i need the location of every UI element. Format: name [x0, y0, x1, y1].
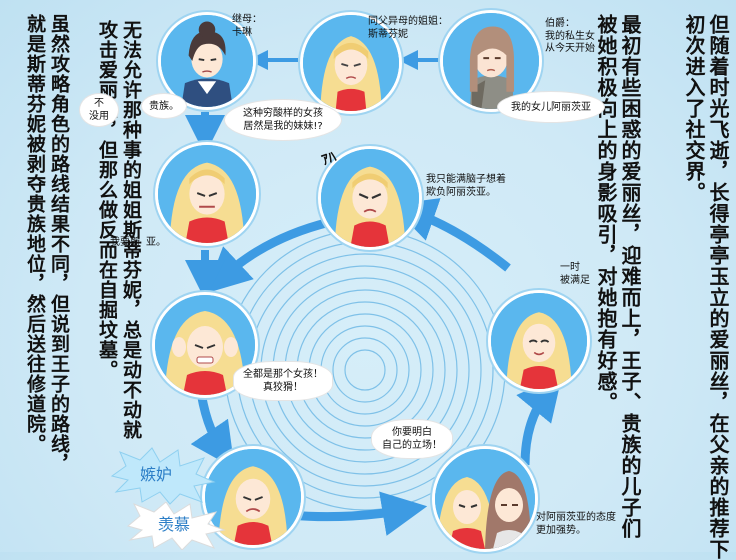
stepmother-label: 继母： 卡琳 — [232, 14, 262, 39]
stephanie-bubble-line-2: 居然是我的妹妹!? — [243, 121, 323, 132]
stepmother-name: 卡琳 — [232, 26, 252, 38]
left-mid-tail: 亚。 — [146, 237, 166, 248]
alicia-happy-node — [488, 290, 590, 392]
envy-text: 羡慕 — [158, 515, 191, 534]
that-woman-line-2: 真狡猾！ — [263, 382, 303, 393]
alicia-happy-portrait — [491, 293, 587, 389]
stephanie-bubble-line-1: 这种穷酸样的女孩 — [243, 108, 323, 119]
stephanie-node — [300, 12, 402, 114]
stephanie-jealous-portrait — [205, 449, 301, 545]
know-place-line-1: 你要明白 — [392, 427, 432, 438]
count-line-3: 从今天开始 — [545, 43, 595, 54]
stephanie-upset-node — [155, 142, 259, 246]
know-place-bubble: 你要明白 自己的立场！ — [372, 420, 452, 458]
right-mid-line-1: 一时 — [560, 262, 580, 273]
envy-burst — [126, 502, 226, 550]
count-bubble: 我的女儿阿丽茨亚 — [498, 92, 604, 122]
stephanie-bubble: 这种穷酸样的女孩 居然是我的妹妹!? — [225, 100, 341, 140]
left-column-3: 无法允许那种事的姐姐斯蒂芬妮，总是动不动就 — [119, 20, 142, 440]
stepmother-bubble-right: 贵族。 — [142, 94, 186, 118]
stepmother-portrait — [161, 15, 253, 107]
left-column-1: 虽然攻略角色的路线结果不同，但说到王子的路线， — [47, 14, 70, 474]
count-label: 伯爵： 我的私生女 从今天开始 — [545, 18, 595, 56]
stepmother-bubble-left: 不 没用 — [80, 94, 118, 126]
narrative-column-1: 但随着时光飞逝，长得亭亭玉立的爱丽丝，在父亲的推荐下 — [706, 14, 730, 560]
angry-caption-line-1: 我只能满脑子想着 — [426, 174, 506, 185]
jealousy-text: 嫉妒 — [140, 465, 173, 484]
stephanie-jealous-node — [202, 446, 304, 548]
stepmother-role: 继母： — [232, 14, 262, 25]
stephanie-name: 斯蒂芬妮 — [368, 28, 408, 40]
bottom-right-caption: 对阿丽茨亚的态度 更加强势。 — [536, 512, 616, 537]
stephanie-upset-portrait — [158, 145, 256, 243]
stephanie-label: 同父异母的姐姐： 斯蒂芬妮 — [368, 16, 448, 41]
count-role: 伯爵： — [545, 18, 575, 29]
jealousy-burst — [110, 447, 216, 505]
stepmother-node — [158, 12, 256, 110]
left-column-4: 攻击爱丽丝，但那么做反而在自掘坟墓。 — [95, 20, 118, 380]
stepmother-bubble-line-2: 没用 — [89, 111, 109, 122]
stepmother-bubble-line-1: 不 — [94, 98, 104, 109]
right-mid-line-2: 被满足 — [560, 274, 590, 286]
know-place-line-2: 自己的立场！ — [382, 440, 442, 451]
confrontation-node — [432, 446, 538, 552]
right-mid-text: 一时 被满足 — [560, 262, 590, 287]
angry-caption-line-2: 欺负阿丽茨亚。 — [426, 186, 496, 198]
stephanie-angry-portrait — [321, 149, 419, 247]
bottom-right-line-2: 更加强势。 — [536, 524, 586, 536]
that-woman-line-1: 全都是那个女孩！ — [243, 369, 323, 380]
narrative-column-4: 被她积极向上的身影吸引，对她抱有好感。 — [594, 14, 618, 413]
left-column-2: 就是斯蒂芬妮被剥夺贵族地位，然后送往修道院。 — [23, 14, 46, 454]
narrative-column-3: 最初有些困惑的爱丽丝，迎难而上，王子、贵族的儿子们 — [618, 14, 642, 539]
bottom-right-line-1: 对阿丽茨亚的态度 — [536, 512, 616, 523]
angry-caption: 我只能满脑子想着 欺负阿丽茨亚。 — [426, 174, 506, 199]
stephanie-angry-node — [318, 146, 422, 250]
stephanie-portrait — [303, 15, 399, 111]
confrontation-portrait — [435, 449, 535, 549]
count-line-2: 我的私生女 — [545, 30, 595, 42]
stephanie-role: 同父异母的姐姐： — [368, 16, 448, 27]
left-mid-text: 我要斯 — [110, 237, 140, 248]
narrative-column-2: 初次进入了社交界。 — [682, 14, 706, 203]
that-woman-bubble: 全都是那个女孩！ 真狡猾！ — [234, 362, 332, 400]
